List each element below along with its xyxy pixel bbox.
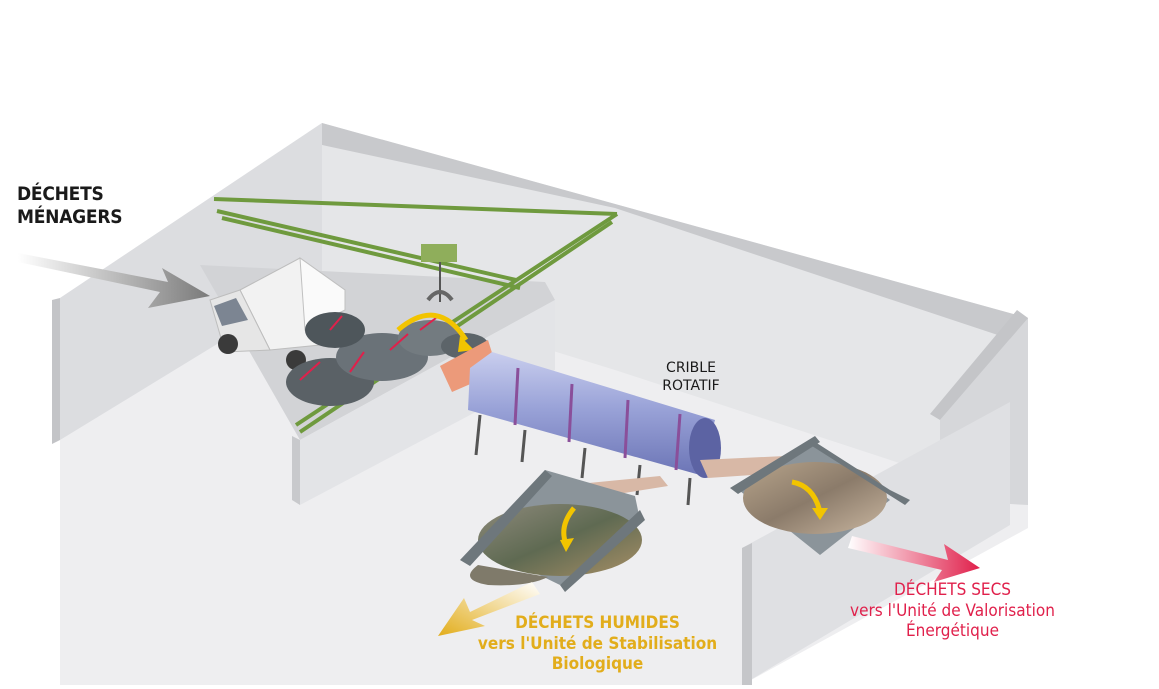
dry-waste-destination: vers l'Unité de Valorisation [850,600,1055,621]
household-waste-label: DÉCHETS MÉNAGERS [17,183,123,229]
wet-output-arrow [438,582,540,636]
household-waste-label-line: DÉCHETS [17,183,104,205]
rotary-screen-label-line: CRIBLE [666,360,716,376]
dry-waste-destination: Énergétique [905,621,999,642]
wet-waste-title: DÉCHETS HUMIDES [515,613,680,633]
dry-output-arrow [848,536,980,582]
wet-waste-bin [460,470,645,592]
wet-waste-label: DÉCHETS HUMIDES vers l'Unité de Stabilis… [458,613,737,675]
feed-hopper [440,340,498,392]
dry-waste-title: DÉCHETS SECS [894,580,1011,600]
rotary-screen-label: CRIBLE ROTATIF [636,359,746,395]
crane-grab [426,290,454,302]
wet-waste-destination: Biologique [551,654,644,675]
waste-bags [286,312,489,406]
wet-waste-destination: vers l'Unité de Stabilisation [477,633,718,654]
rotary-screen-label-line: ROTATIF [662,378,720,395]
household-waste-label-line: MÉNAGERS [17,206,123,229]
crane-trolley [421,244,457,262]
incoming-waste-arrow [18,253,210,308]
dry-waste-bin [730,436,910,555]
grab-transfer-arrow [396,312,469,342]
dry-waste-label: DÉCHETS SECS vers l'Unité de Valorisatio… [822,580,1083,642]
